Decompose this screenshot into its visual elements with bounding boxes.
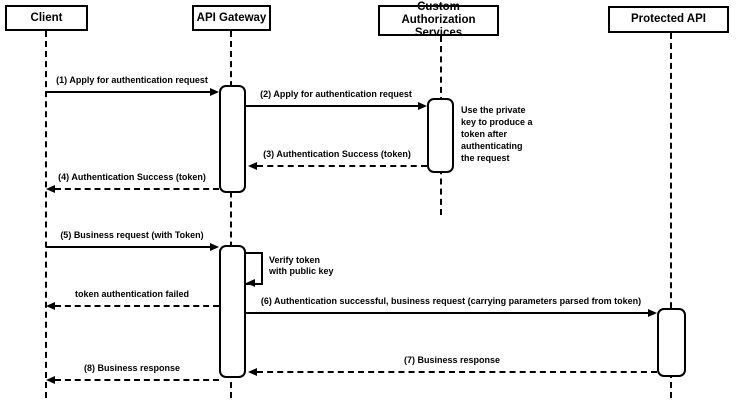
message-8-line: [55, 379, 219, 381]
lifeline-api-gateway: [230, 31, 232, 398]
message-7-arrowhead-icon: [248, 368, 257, 376]
message-5-label: (5) Business request (with Token): [60, 230, 204, 240]
message-2-label: (2) Apply for authentication request: [260, 89, 412, 99]
message-7-line: [257, 371, 657, 373]
message-1-line: [46, 91, 212, 93]
actor-custom-authorization-services-label: Custom Authorization Services: [401, 1, 476, 39]
message-5-line: [46, 246, 212, 248]
actor-api-gateway: API Gateway: [192, 5, 271, 31]
actor-protected-api-label: Protected API: [631, 13, 706, 25]
message-6-arrowhead-icon: [648, 309, 657, 317]
message-6-line: [246, 312, 648, 314]
message-2-arrowhead-icon: [418, 102, 427, 110]
message-8-label: (8) Business response: [83, 363, 181, 373]
lifeline-protected-api: [670, 33, 672, 398]
activation-api-gateway-business: [219, 245, 246, 378]
message-4-arrowhead-icon: [46, 185, 55, 193]
message-3-line: [257, 165, 427, 167]
message-4-label: (4) Authentication Success (token): [58, 172, 206, 182]
actor-client: Client: [5, 5, 88, 31]
message-token-failed-arrowhead-icon: [46, 302, 55, 310]
lifeline-client: [45, 31, 47, 398]
self-message-arrowhead-icon: [246, 279, 255, 287]
message-1-arrowhead-icon: [210, 88, 219, 96]
message-2-line: [246, 105, 420, 107]
activation-custom-authorization-services: [427, 98, 454, 173]
activation-protected-api: [657, 308, 686, 377]
actor-protected-api: Protected API: [608, 6, 729, 33]
actor-custom-authorization-services: Custom Authorization Services: [378, 1, 499, 39]
message-6-label: (6) Authentication successful, business …: [260, 296, 642, 306]
message-token-failed-label: token authentication failed: [74, 289, 189, 299]
actor-api-gateway-label: API Gateway: [196, 11, 267, 24]
message-token-failed-line: [55, 305, 219, 307]
self-message-label: Verify token with public key: [269, 255, 334, 276]
message-1-label: (1) Apply for authentication request: [56, 75, 208, 85]
actor-client-label: Client: [30, 11, 63, 24]
message-7-label: (7) Business response: [403, 355, 501, 365]
note-use-private-key: Use the private key to produce a token a…: [461, 105, 533, 163]
message-8-arrowhead-icon: [46, 376, 55, 384]
message-3-arrowhead-icon: [248, 162, 257, 170]
message-3-label: (3) Authentication Success (token): [263, 149, 411, 159]
message-5-arrowhead-icon: [210, 243, 219, 251]
message-4-line: [55, 188, 219, 190]
activation-api-gateway-auth: [219, 85, 246, 193]
